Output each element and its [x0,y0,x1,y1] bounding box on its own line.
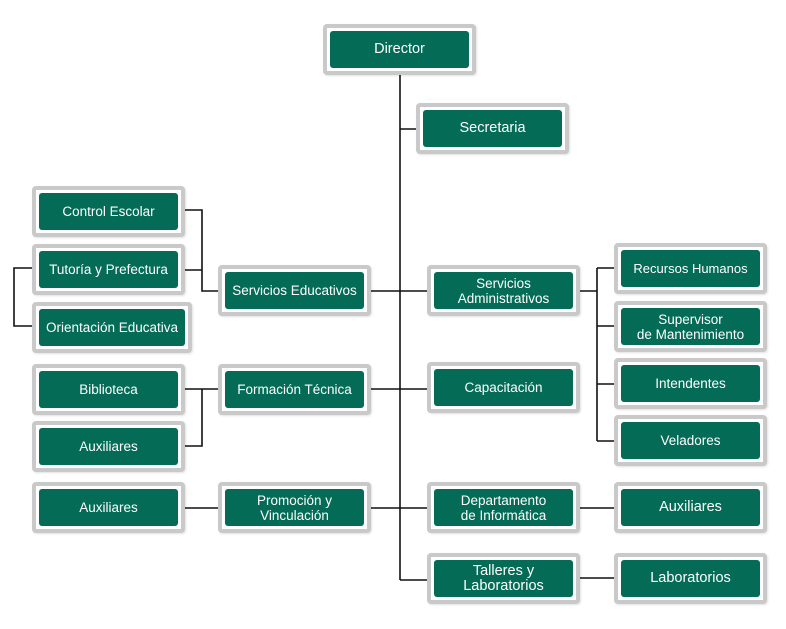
auxiliares-informatica-label: Auxiliares [621,489,760,526]
control-escolar-label: Control Escolar [39,193,178,230]
auxiliares-promocion-box: Auxiliares [32,482,185,533]
bracket-auxiliares-formacion [180,389,203,447]
talleres-laboratorios-label: Talleres y Laboratorios [434,560,573,597]
bracket-control-escolar [183,209,221,292]
auxiliares-promocion-label: Auxiliares [39,489,178,526]
director-box: Director [323,24,476,75]
recursos-humanos-label: Recursos Humanos [621,250,760,287]
supervisor-mantenimiento-box: Supervisor de Mantenimiento [614,301,767,352]
servicios-administrativos-box: Servicios Administrativos [427,265,580,316]
bracket-tutoria-orientacion [13,267,35,327]
secretaria-box: Secretaria [416,103,569,154]
biblioteca-box: Biblioteca [32,364,185,415]
promocion-vinculacion-label: Promoción y Vinculación [225,489,364,526]
promocion-vinculacion-box: Promoción y Vinculación [218,482,371,533]
auxiliares-informatica-box: Auxiliares [614,482,767,533]
intendentes-box: Intendentes [614,358,767,409]
departamento-informatica-box: Departamento de Informática [427,482,580,533]
tutoria-label: Tutoría y Prefectura [39,251,178,288]
talleres-laboratorios-box: Talleres y Laboratorios [427,553,580,604]
orientacion-label: Orientación Educativa [39,309,185,346]
departamento-informatica-label: Departamento de Informática [434,489,573,526]
laboratorios-label: Laboratorios [621,560,760,597]
servicios-administrativos-label: Servicios Administrativos [434,272,573,309]
capacitacion-box: Capacitación [427,362,580,413]
recursos-humanos-box: Recursos Humanos [614,243,767,294]
secretaria-label: Secretaria [423,110,562,147]
formacion-tecnica-label: Formación Técnica [225,371,364,408]
auxiliares-formacion-label: Auxiliares [39,428,178,465]
laboratorios-box: Laboratorios [614,553,767,604]
capacitacion-label: Capacitación [434,369,573,406]
veladores-label: Veladores [621,422,760,459]
director-label: Director [330,31,469,68]
formacion-tecnica-box: Formación Técnica [218,364,371,415]
orientacion-box: Orientación Educativa [32,302,192,353]
intendentes-label: Intendentes [621,365,760,402]
auxiliares-formacion-box: Auxiliares [32,421,185,472]
servicios-educativos-label: Servicios Educativos [225,272,364,309]
tutoria-box: Tutoría y Prefectura [32,244,185,295]
biblioteca-label: Biblioteca [39,371,178,408]
servicios-educativos-box: Servicios Educativos [218,265,371,316]
control-escolar-box: Control Escolar [32,186,185,237]
supervisor-mantenimiento-label: Supervisor de Mantenimiento [621,308,760,345]
veladores-box: Veladores [614,415,767,466]
